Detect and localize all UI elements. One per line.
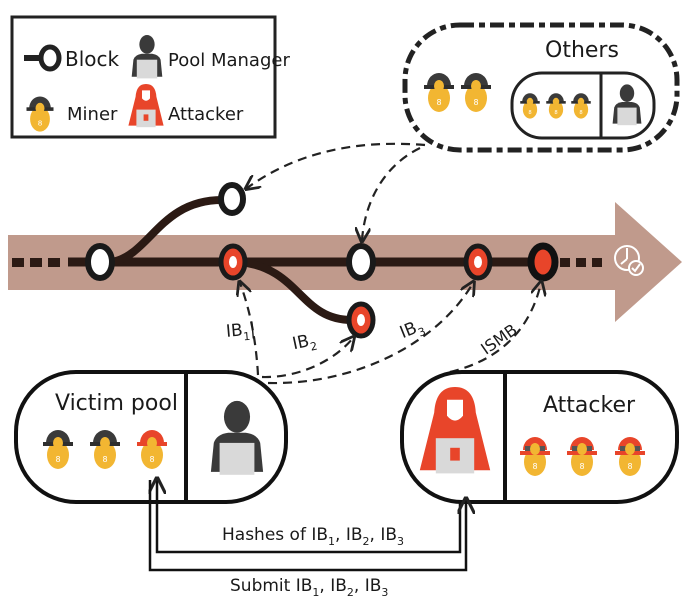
arrow-ib2 xyxy=(261,338,353,379)
fork-branch-up xyxy=(110,196,223,266)
legend-label-attacker: Attacker xyxy=(168,104,244,125)
chain-dashes-left xyxy=(12,258,60,267)
block-fork-up xyxy=(218,182,246,216)
legend-label-miner: Miner xyxy=(67,104,118,125)
others-pool xyxy=(510,71,656,140)
others-group: Others xyxy=(402,22,680,153)
flow-submit xyxy=(148,480,466,572)
legend-label-block: Block xyxy=(65,47,120,71)
label-ib1: IB1| xyxy=(225,319,256,344)
label-ismb: ISMB xyxy=(477,320,520,358)
legend-label-pool-manager: Pool Manager xyxy=(168,50,290,71)
clock-check-icon xyxy=(614,245,644,276)
arrow-ismb xyxy=(449,283,541,374)
arrow-others-to-b2 xyxy=(362,147,421,240)
label-submit: Submit IB1, IB2, IB3 xyxy=(230,576,388,599)
block-icon xyxy=(24,44,62,72)
arrow-ib3 xyxy=(267,283,473,385)
victim-pool: Victim pool xyxy=(14,370,288,504)
flow-lines xyxy=(148,480,466,572)
dashed-arrows xyxy=(240,142,541,385)
block-b2 xyxy=(346,243,376,281)
flow-hashes xyxy=(157,480,462,554)
attacker-pool-title: Attacker xyxy=(543,393,636,418)
chain-dashes-right xyxy=(560,258,602,267)
fork-branch-down xyxy=(239,258,353,324)
victim-pool-title: Victim pool xyxy=(55,391,178,416)
legend: Block Pool Manager Miner Attacker xyxy=(10,15,290,139)
arrow-others-to-fork-block xyxy=(247,142,426,188)
block-fork-down-infiltrated xyxy=(346,301,376,339)
block-b1-infiltrated xyxy=(218,243,248,281)
label-ib3: IB3 xyxy=(397,316,428,346)
block-b0 xyxy=(85,243,115,281)
others-title: Others xyxy=(545,38,619,63)
label-ib2: IB2 xyxy=(291,330,319,357)
block-b4-attacker xyxy=(527,242,559,282)
arrow-ib1 xyxy=(240,283,260,376)
timeline xyxy=(8,182,682,339)
label-hashes: Hashes of IB1, IB2, IB3 xyxy=(222,525,404,548)
block-b3-infiltrated xyxy=(463,243,493,281)
attacker-pool: Attacker xyxy=(400,370,679,504)
